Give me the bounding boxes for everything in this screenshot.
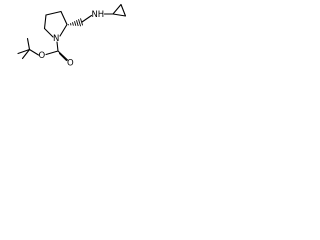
cyclopropyl-ring	[112, 3, 127, 17]
chemical-structure: N H N O O	[17, 3, 127, 69]
tert-butyl-group	[17, 37, 31, 60]
amine-hydrogen-label: H	[98, 10, 104, 20]
bond-ester-oxygen-tbutyl	[28, 48, 40, 56]
pyrrolidine-ring	[43, 10, 68, 38]
bond-tbutyl-methyl-3	[26, 37, 31, 51]
bond-c5-c4	[43, 14, 47, 30]
bond-carbonyl-ester-oxygen	[45, 50, 59, 56]
amine-nitrogen-label: N	[92, 10, 98, 20]
bond-c3-c2	[60, 10, 68, 26]
hashed-wedge-bond	[68, 18, 84, 27]
bond-tbutyl-methyl-1	[17, 48, 31, 55]
ring-nitrogen-label: N	[53, 34, 59, 44]
carbonyl-oxygen-label: O	[67, 59, 74, 69]
ester-oxygen-label: O	[39, 51, 46, 61]
bond-c2-n	[59, 23, 68, 37]
bond-n-carbonyl	[56, 41, 59, 52]
carbonyl-double-bond	[57, 50, 69, 62]
bond-ch2-nh	[81, 14, 93, 23]
bond-tbutyl-methyl-2	[21, 48, 31, 60]
bond-n-c5	[43, 27, 54, 38]
bond-c4-c3	[45, 10, 62, 16]
